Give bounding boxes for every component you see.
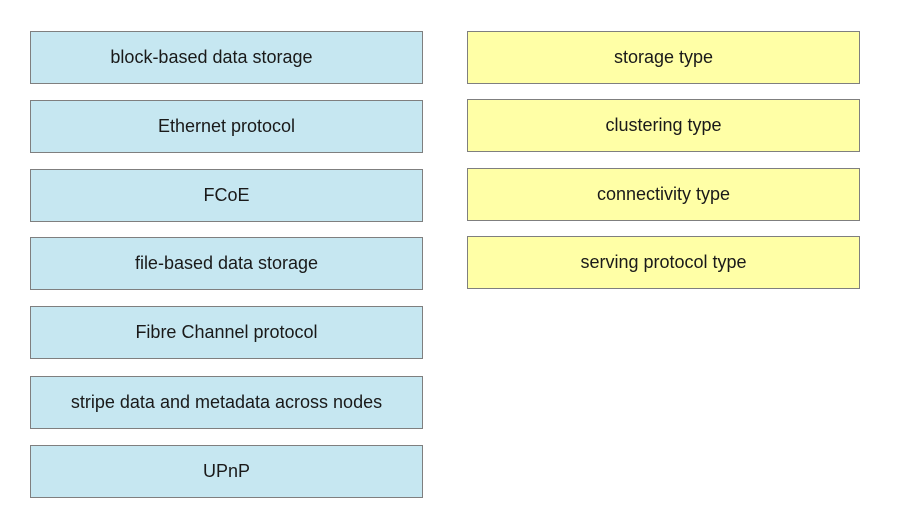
target-slot-label: storage type [613,47,714,67]
source-item-label: Ethernet protocol [157,116,296,136]
target-slot-serving-protocol-type[interactable]: serving protocol type [467,236,860,289]
source-item-fibre-channel-protocol[interactable]: Fibre Channel protocol [30,306,423,359]
source-item-fcoe[interactable]: FCoE [30,169,423,222]
source-item-stripe-data[interactable]: stripe data and metadata across nodes [30,376,423,429]
source-item-label: block-based data storage [110,47,313,67]
source-item-label: Fibre Channel protocol [135,322,318,342]
target-slot-label: clustering type [605,115,722,135]
target-slot-connectivity-type[interactable]: connectivity type [467,168,860,221]
target-slot-label: connectivity type [596,184,731,204]
source-item-ethernet-protocol[interactable]: Ethernet protocol [30,100,423,153]
source-item-label: FCoE [203,185,250,205]
source-item-upnp[interactable]: UPnP [30,445,423,498]
target-slot-clustering-type[interactable]: clustering type [467,99,860,152]
target-slot-label: serving protocol type [580,252,747,272]
target-slot-storage-type[interactable]: storage type [467,31,860,84]
source-item-label: UPnP [202,461,251,481]
source-item-block-based-storage[interactable]: block-based data storage [30,31,423,84]
source-item-label: stripe data and metadata across nodes [70,392,383,412]
source-item-label: file-based data storage [134,253,319,273]
source-item-file-based-storage[interactable]: file-based data storage [30,237,423,290]
